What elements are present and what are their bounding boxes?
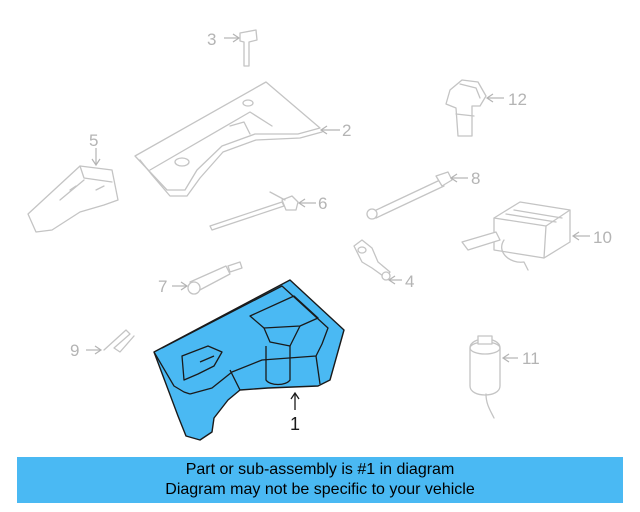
banner-line-2: Diagram may not be specific to your vehi… — [165, 481, 475, 498]
callout-8: 8 — [471, 169, 480, 188]
part-10-compressor: 10 — [461, 201, 612, 271]
part-12-clamp: 12 — [445, 79, 527, 137]
part-5-bracket: 5 — [27, 131, 119, 233]
banner-line-1: Part or sub-assembly is #1 in diagram — [185, 461, 455, 478]
callout-6: 6 — [318, 194, 327, 213]
part-11-canister: 11 — [469, 335, 540, 419]
part-7-bolt: 7 — [158, 261, 243, 296]
callout-9: 9 — [70, 341, 79, 360]
part-8-jack-handle: 8 — [366, 169, 480, 220]
info-banner: Part or sub-assembly is #1 in diagram Di… — [17, 457, 623, 503]
callout-2: 2 — [342, 121, 351, 140]
parts-diagram: 3 2 5 6 12 — [27, 29, 612, 441]
part-4-hook: 4 — [353, 239, 414, 291]
part-1-tray-highlighted: 1 — [153, 279, 345, 441]
callout-4: 4 — [405, 272, 414, 291]
callout-7: 7 — [158, 277, 167, 296]
callout-11: 11 — [522, 349, 540, 368]
callout-10: 10 — [593, 228, 612, 247]
callout-12: 12 — [508, 90, 527, 109]
callout-5: 5 — [89, 131, 98, 150]
part-6-wrench: 6 — [209, 191, 327, 231]
callout-1: 1 — [290, 414, 300, 434]
part-9-clip: 9 — [70, 329, 135, 360]
callout-3: 3 — [207, 30, 216, 49]
part-3-pin: 3 — [207, 29, 258, 67]
part-2-floor-board: 2 — [134, 81, 351, 197]
